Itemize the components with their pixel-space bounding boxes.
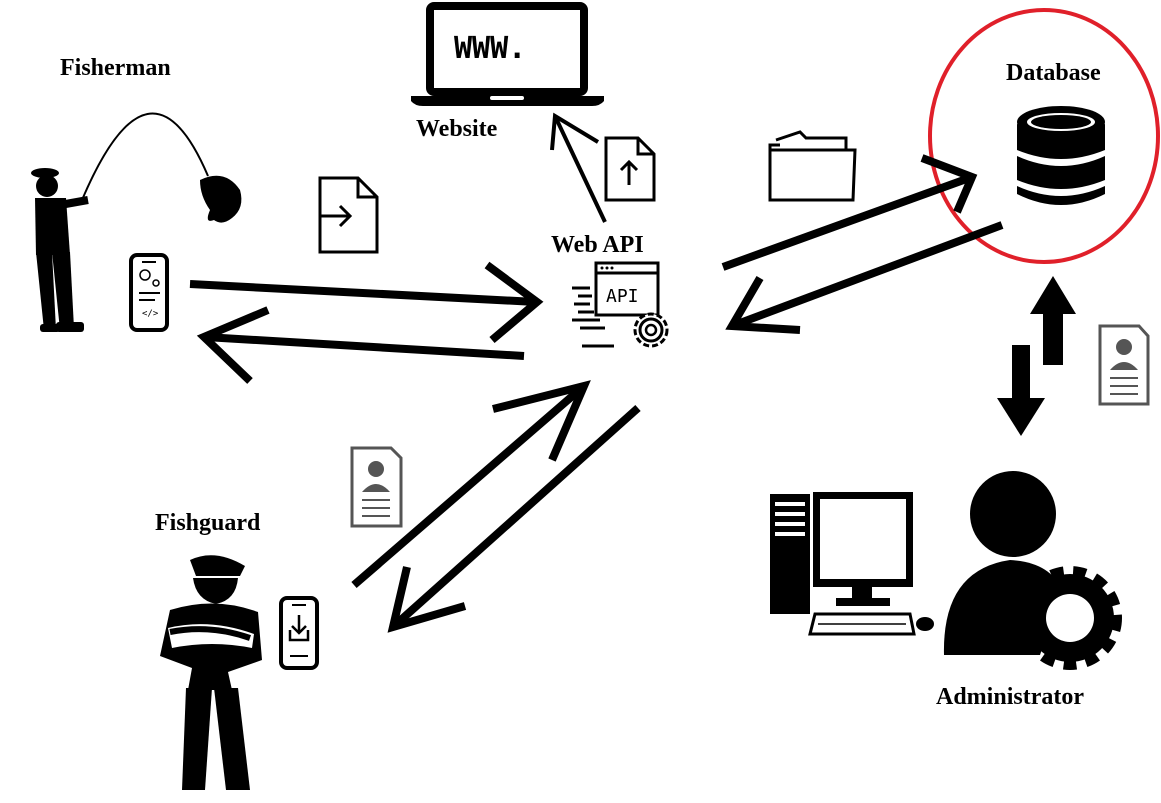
arrow-api-to-fishguard xyxy=(387,405,641,633)
phone-icon: </> xyxy=(129,253,169,332)
arrow-database-to-administrator xyxy=(997,345,1045,436)
arrow-api-to-database xyxy=(721,154,978,271)
database-highlight-circle xyxy=(928,8,1160,264)
fishguard-label: Fishguard xyxy=(155,510,261,536)
website-label: Website xyxy=(416,116,498,142)
administrator-label: Administrator xyxy=(936,684,1084,710)
profile-document-icon xyxy=(350,446,403,528)
fishguard-icon xyxy=(160,555,262,790)
file-upload-icon xyxy=(604,136,656,202)
laptop-screen-text: WWW. xyxy=(454,31,526,66)
phone-download-icon xyxy=(279,596,319,670)
web-api-label: Web API xyxy=(551,232,644,258)
file-import-icon xyxy=(318,176,379,254)
arrow-database-to-api xyxy=(725,221,1004,334)
connection-arrows xyxy=(189,112,1004,633)
fisherman-icon xyxy=(31,112,242,332)
api-window-text: API xyxy=(606,286,639,307)
arrow-api-to-fisherman xyxy=(196,306,525,384)
laptop-icon: WWW. xyxy=(411,2,604,106)
folder-icon xyxy=(768,130,857,202)
svg-text:</>: </> xyxy=(142,309,159,319)
arrow-api-to-website xyxy=(550,112,607,223)
fisherman-label: Fisherman xyxy=(60,55,171,81)
api-icon: API xyxy=(572,261,660,348)
arrow-fishguard-to-api xyxy=(351,380,591,589)
database-label: Database xyxy=(1006,60,1101,86)
computer-icon xyxy=(770,492,934,636)
gear-icon xyxy=(1018,566,1122,670)
arrow-fisherman-to-api xyxy=(189,261,544,344)
profile-document-icon xyxy=(1098,324,1150,406)
gear-icon xyxy=(633,312,669,348)
database-icon xyxy=(1017,106,1105,205)
arrow-administrator-to-database xyxy=(1030,276,1076,365)
